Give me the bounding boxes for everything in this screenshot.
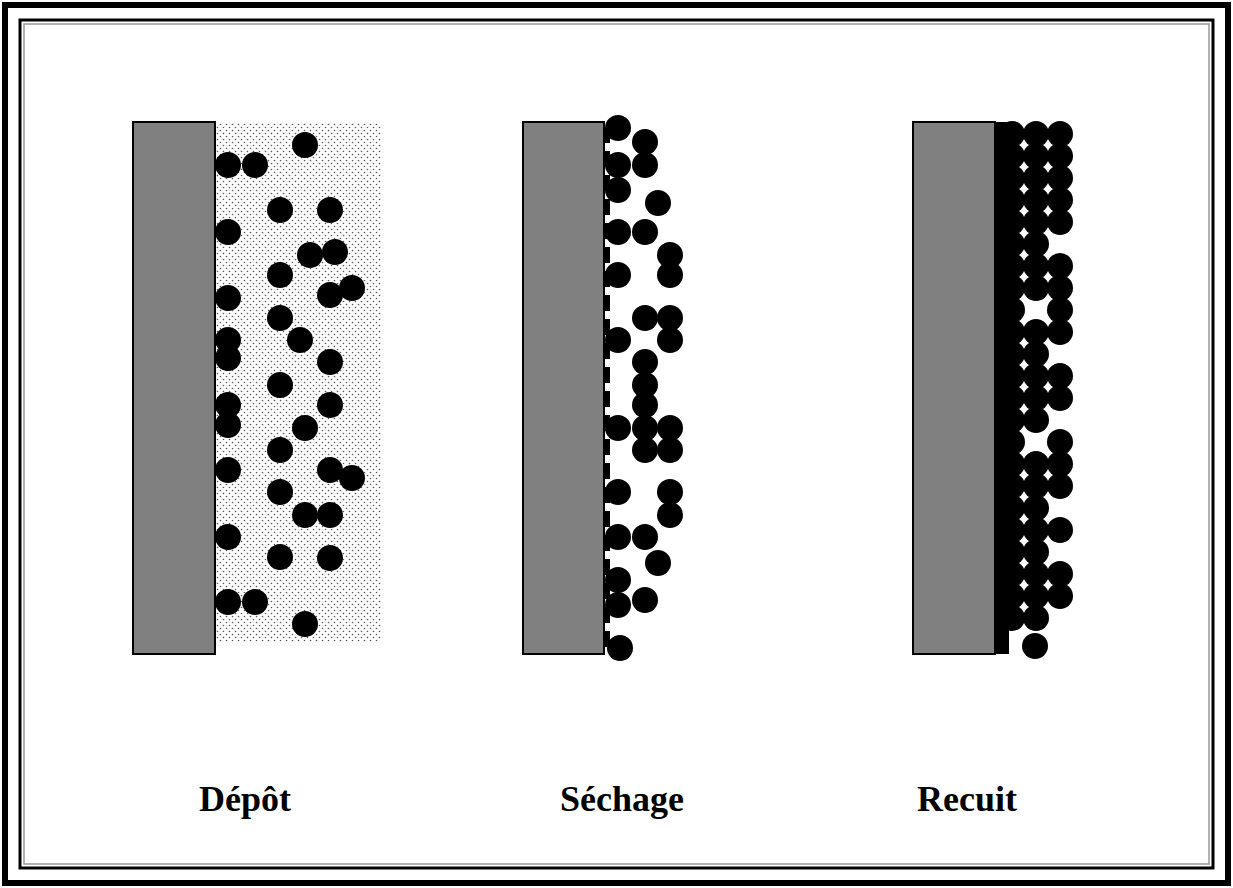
particle (267, 437, 293, 463)
particle (267, 262, 293, 288)
particle (215, 524, 241, 550)
particle (1047, 583, 1073, 609)
contact-neck (604, 463, 610, 479)
particle (605, 152, 631, 178)
particle (605, 262, 631, 288)
step-caption: Dépôt (199, 780, 291, 820)
particle (215, 412, 241, 438)
particle (632, 129, 658, 155)
particle (317, 392, 343, 418)
particle (605, 567, 631, 593)
particle (297, 242, 323, 268)
particle (645, 190, 671, 216)
particle (317, 282, 343, 308)
particle (292, 415, 318, 441)
particle (605, 115, 631, 141)
particle (632, 349, 658, 375)
particle (632, 219, 658, 245)
particle (645, 550, 671, 576)
contact-neck (604, 295, 610, 311)
particle (657, 327, 683, 353)
particle (999, 605, 1025, 631)
particle (292, 502, 318, 528)
particle (339, 275, 365, 301)
particle (1023, 275, 1049, 301)
step-caption: Séchage (560, 780, 684, 820)
particle (632, 524, 658, 550)
particle (339, 465, 365, 491)
frame-shadow (24, 24, 1209, 864)
particle (317, 545, 343, 571)
inner-frame (20, 20, 1213, 868)
particle (267, 479, 293, 505)
step-caption: Recuit (917, 780, 1017, 820)
substrate (133, 122, 215, 654)
particle (605, 177, 631, 203)
liquid-film (215, 122, 381, 642)
particle (215, 457, 241, 483)
substrate (523, 122, 604, 654)
particle (1047, 319, 1073, 345)
particle (215, 219, 241, 245)
particle (322, 239, 348, 265)
particle (317, 197, 343, 223)
particle (605, 592, 631, 618)
particle (632, 152, 658, 178)
particle (1023, 407, 1049, 433)
substrate (913, 122, 995, 654)
particle (1047, 473, 1073, 499)
outer-frame (5, 5, 1228, 883)
particle (215, 345, 241, 371)
particle (292, 611, 318, 637)
particle (242, 152, 268, 178)
particle (632, 587, 658, 613)
particle (657, 437, 683, 463)
particle (632, 437, 658, 463)
contact-neck (604, 511, 610, 527)
contact-neck (604, 391, 610, 407)
particle (605, 479, 631, 505)
contact-neck (604, 439, 610, 455)
particle (607, 635, 633, 661)
contact-neck (604, 199, 610, 215)
particle (317, 502, 343, 528)
particle (605, 327, 631, 353)
particle (215, 589, 241, 615)
particle (215, 285, 241, 311)
particle (657, 262, 683, 288)
particle (292, 132, 318, 158)
particle (605, 219, 631, 245)
particle (1047, 209, 1073, 235)
contact-neck (604, 367, 610, 383)
particle (1047, 517, 1073, 543)
particle (267, 544, 293, 570)
particle (632, 392, 658, 418)
particle (242, 589, 268, 615)
particle (657, 502, 683, 528)
particle (267, 372, 293, 398)
particle (1047, 385, 1073, 411)
particle (632, 305, 658, 331)
particle (657, 479, 683, 505)
particle (267, 197, 293, 223)
particle (1022, 633, 1048, 659)
particle (317, 349, 343, 375)
particle (605, 415, 631, 441)
particle (215, 152, 241, 178)
particle (605, 524, 631, 550)
contact-neck (604, 247, 610, 263)
particle (287, 327, 313, 353)
particle-group (215, 115, 1073, 661)
particle (267, 305, 293, 331)
particle (1023, 605, 1049, 631)
